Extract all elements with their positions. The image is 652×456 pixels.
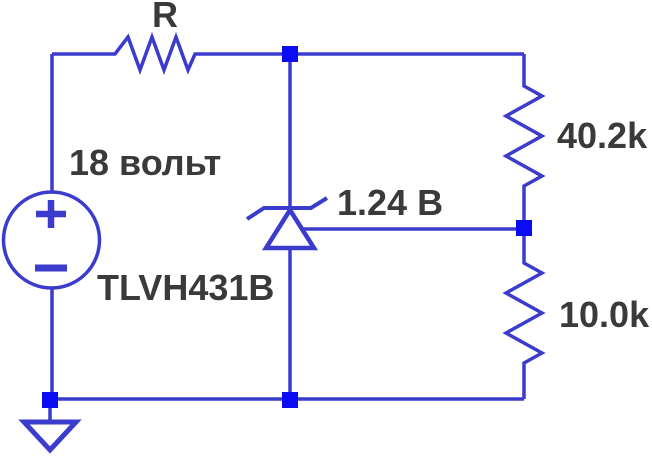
plus-sign-icon [36, 200, 66, 228]
upper-resistor-value-label: 40.2k [557, 115, 648, 156]
cathode-bar-icon [245, 196, 329, 221]
series-resistor-label: R [152, 0, 178, 35]
junction-dot [282, 392, 298, 408]
top-wire-and-series-resistor-icon [52, 31, 524, 76]
lower-resistor-value-label: 10.0k [559, 294, 650, 335]
voltage-source-icon [1, 54, 102, 399]
junction-dot [42, 392, 58, 408]
source-voltage-label: 18 вольт [69, 142, 222, 183]
shunt-regulator-icon [245, 54, 524, 399]
regulator-part-label: TLVH431B [97, 267, 275, 308]
junction-dot [282, 46, 298, 62]
junction-dot [516, 220, 532, 236]
ref-voltage-label: 1.24 В [337, 182, 444, 223]
